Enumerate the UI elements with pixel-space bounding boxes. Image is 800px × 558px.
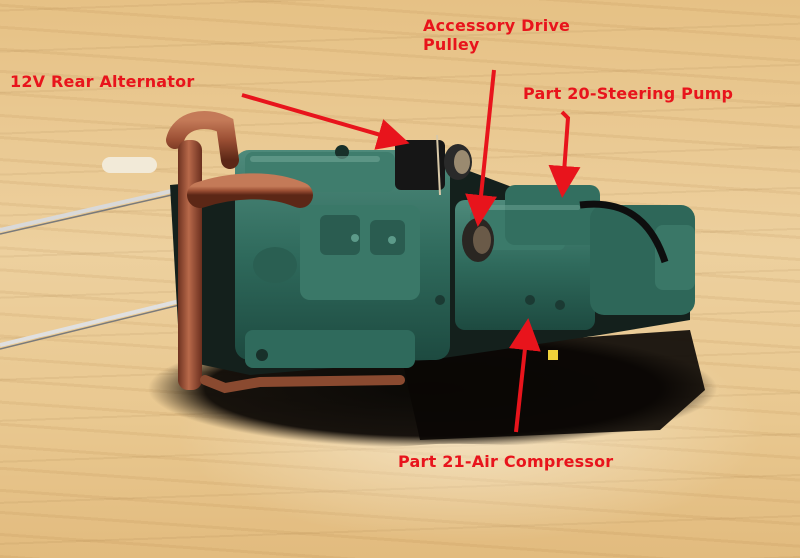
callout-arrows (241, 69, 581, 433)
label-accessory-drive-pulley: Accessory Drive Pulley (423, 16, 571, 54)
label-air-compressor: Part 21-Air Compressor (398, 452, 614, 471)
arrow-air-compressor (508, 318, 541, 433)
arrow-steering-pump (548, 110, 581, 198)
label-steering-pump: Part 20-Steering Pump (523, 84, 734, 103)
label-rear-alternator: 12V Rear Alternator (10, 72, 195, 91)
hose (579, 200, 669, 264)
arrow-rear-alternator (241, 93, 410, 150)
arrow-accessory-drive-pulley (465, 69, 497, 227)
engine-block (170, 145, 695, 375)
copper-pipes (166, 111, 405, 394)
yellow-tag (548, 350, 558, 360)
alternator-and-pulley (395, 134, 494, 262)
radiator-cap (102, 157, 157, 173)
